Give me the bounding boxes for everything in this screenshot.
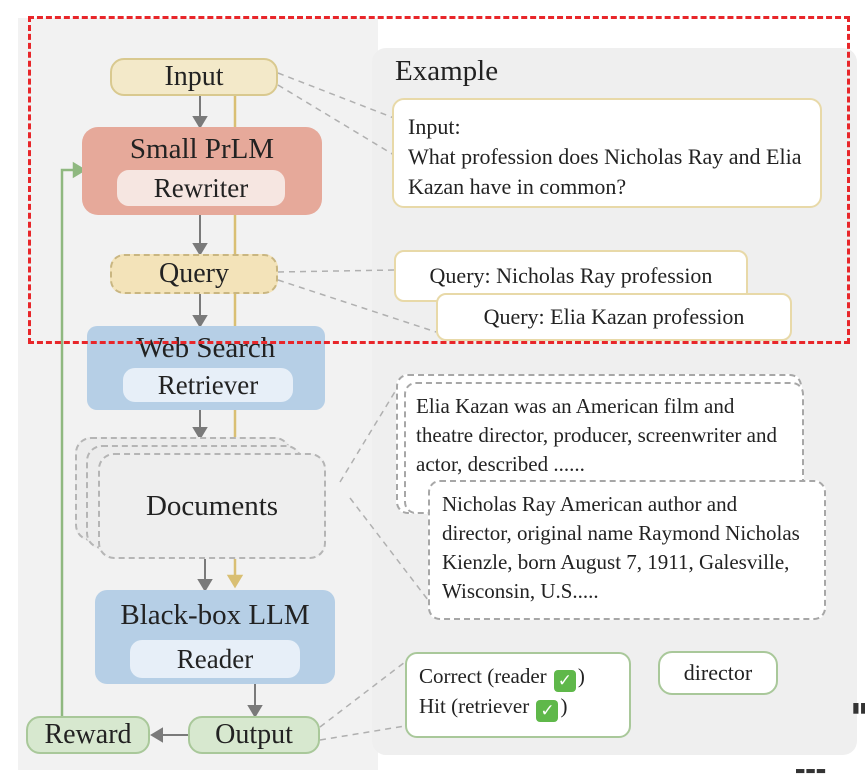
- input-node: Input: [110, 58, 278, 96]
- example-document-1: Elia Kazan was an American film and thea…: [404, 382, 804, 514]
- output-node: Output: [188, 716, 320, 754]
- corner-cropped-glyph: ▬▬▬: [795, 764, 827, 775]
- retriever-title: Web Search: [136, 331, 276, 364]
- reward-node: Reward: [26, 716, 150, 754]
- example-input-card: Input: What profession does Nicholas Ray…: [392, 98, 822, 208]
- check-mark-icon: ✓: [536, 700, 559, 722]
- documents-node: Documents: [98, 453, 326, 559]
- query-node: Query: [110, 254, 278, 294]
- example-input-text: What profession does Nicholas Ray and El…: [408, 144, 802, 199]
- retriever-label: Retriever: [123, 368, 293, 402]
- example-answer: director: [658, 651, 778, 695]
- rewriter-label: Rewriter: [117, 170, 285, 206]
- result-hit-line: Hit (retriever ✓): [419, 694, 568, 722]
- check-mark-icon: ✓: [553, 670, 576, 692]
- result-correct-text: Correct (reader: [419, 664, 547, 688]
- highlight-region: [28, 16, 850, 344]
- example-input-label: Input:: [408, 114, 461, 139]
- example-query-2: Query: Elia Kazan profession: [436, 293, 792, 341]
- edge-cropped-glyph: ▮▮: [852, 700, 865, 716]
- result-correct-line: Correct (reader ✓): [419, 664, 585, 692]
- example-document-2: Nicholas Ray American author and directo…: [428, 480, 826, 620]
- rewriter-title: Small PrLM: [129, 132, 275, 165]
- result-hit-text: Hit (retriever: [419, 694, 530, 718]
- reader-label: Reader: [130, 640, 300, 678]
- example-title: Example: [395, 55, 499, 87]
- example-result-card: Correct (reader ✓) Hit (retriever ✓): [405, 652, 631, 738]
- reader-title: Black-box LLM: [120, 598, 310, 631]
- reward-feedback-line: [60, 168, 76, 716]
